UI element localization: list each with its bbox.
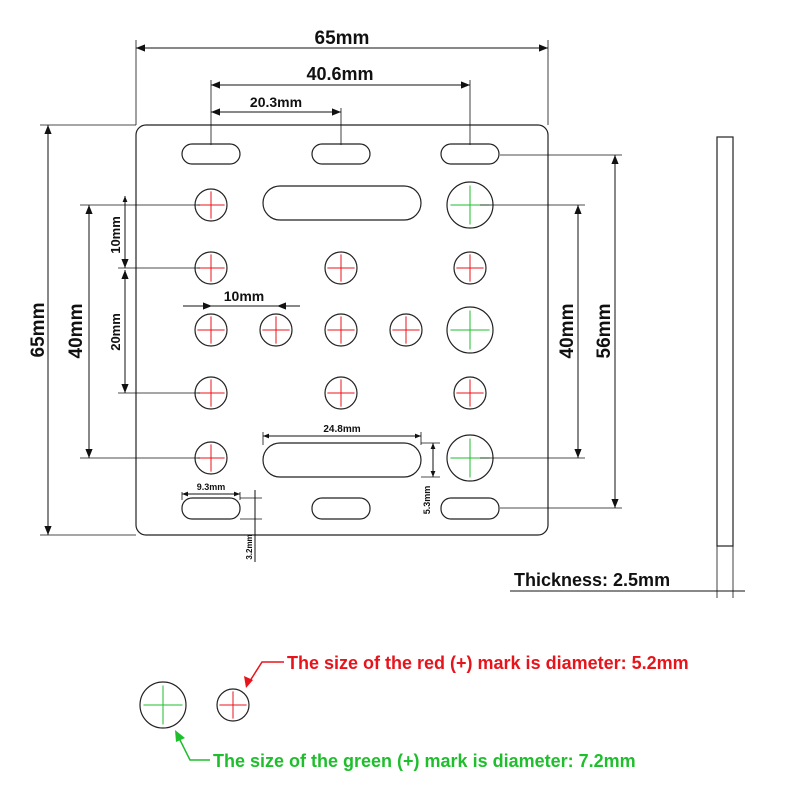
legend-red-arrow (247, 661, 284, 685)
dim-long-slot-length: 24.8mm (323, 424, 360, 435)
short-slot-bottom-center (311, 497, 371, 520)
dim-hole-pitch-horizontal: 10mm (224, 288, 264, 304)
hole-green (446, 306, 494, 354)
short-slot-bottom-left (181, 497, 241, 520)
dim-slot-span-outer: 40.6mm (306, 64, 373, 84)
long-slot-top (262, 185, 422, 221)
hole-red (324, 313, 358, 347)
short-slot-bottom-right (440, 497, 500, 520)
hole-red (389, 313, 423, 347)
dim-short-slot-width: 3.2mm (245, 534, 254, 559)
legend-green-arrow (177, 735, 210, 761)
dim-long-slot-width: 5.3mm (422, 486, 432, 515)
hole-red (194, 313, 228, 347)
dim-hole-span-right: 40mm (557, 304, 578, 359)
short-slot-top-right (440, 143, 500, 165)
dim-short-slot-length: 9.3mm (197, 482, 226, 492)
legend-red-text: The size of the red (+) mark is diameter… (287, 653, 689, 673)
hole-red (324, 251, 358, 285)
legend-red-hole (216, 688, 250, 722)
long-slot-bottom (262, 442, 422, 478)
hole-red (453, 251, 487, 285)
plate-outline (135, 124, 549, 536)
plate-side-view (716, 136, 734, 547)
dim-plate-height: 65mm (28, 303, 49, 358)
hole-red (324, 376, 358, 410)
dim-hole-span-left: 40mm (66, 304, 87, 359)
short-slot-top-left (181, 143, 241, 165)
hole-red (453, 376, 487, 410)
dim-hole-pitch-small: 10mm (108, 216, 123, 254)
legend-green-hole (139, 681, 187, 729)
short-slot-top-center (311, 143, 371, 165)
dim-plate-width: 65mm (315, 28, 370, 49)
dim-hole-pitch-vertical: 20mm (108, 313, 123, 351)
hole-red (259, 313, 293, 347)
dim-slot-span-half: 20.3mm (250, 94, 302, 110)
thickness-label: Thickness: 2.5mm (514, 570, 670, 590)
legend-green-text: The size of the green (+) mark is diamet… (213, 751, 636, 771)
dim-slot-span-right: 56mm (594, 304, 615, 359)
